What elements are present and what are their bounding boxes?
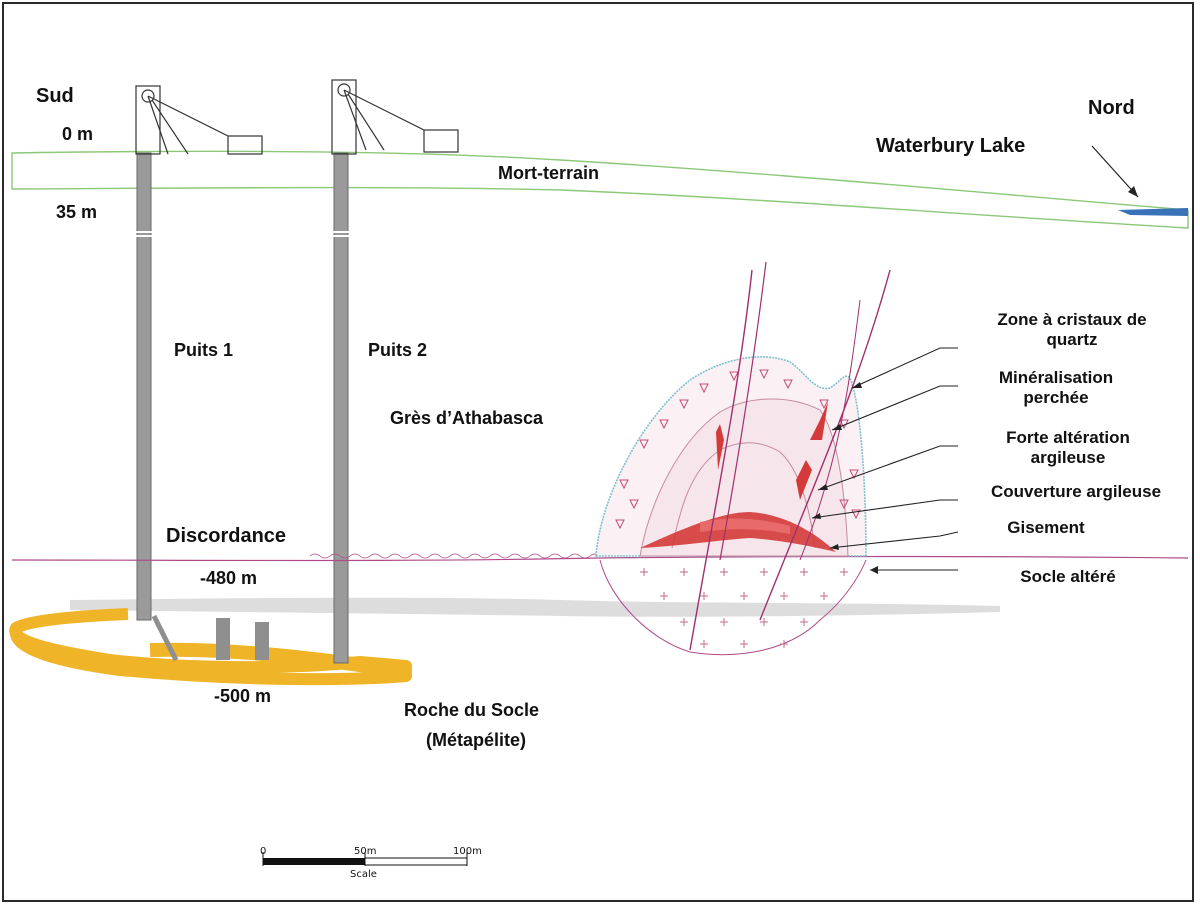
scale-tick-50: 50m [354, 846, 377, 857]
waterbury-lake [1118, 208, 1188, 216]
label-depth-0: 0 m [62, 124, 94, 144]
label-overburden: Mort-terrain [498, 163, 600, 183]
label-basement-type: (Métapélite) [426, 730, 527, 750]
label-shaft-1: Puits 1 [174, 340, 234, 360]
scale-tick-0: 0 [260, 846, 267, 857]
overburden-band [11, 150, 1189, 229]
ore-body [640, 512, 836, 552]
legend-clay-cap: Couverture argileuse [990, 482, 1162, 501]
mine-workings [9, 608, 412, 686]
altered-basement [599, 559, 867, 656]
scale-title: Scale [350, 869, 377, 880]
leader-lines [811, 347, 959, 571]
scale-bar [262, 852, 468, 866]
raise-a [216, 618, 230, 660]
label-shaft-2: Puits 2 [368, 340, 428, 360]
fault-2 [719, 261, 767, 561]
development-level [70, 597, 1000, 617]
legend-altered-basement: Socle altéré [1020, 567, 1116, 586]
leader-arrowheads [812, 382, 878, 574]
raise-b [255, 622, 269, 660]
label-north: Nord [1088, 97, 1135, 119]
label-unconformity: Discordance [166, 525, 287, 547]
inclined-drift [151, 614, 179, 662]
label-depth-35: 35 m [56, 202, 98, 222]
clay-alteration [639, 398, 849, 557]
headframe-2 [331, 79, 459, 155]
label-depth-480: -480 m [200, 568, 258, 588]
basement-crosses [640, 568, 848, 648]
headframe-1 [135, 85, 263, 155]
lake-arrow [1091, 145, 1139, 198]
legend-ore-deposit: Gisement [1007, 518, 1085, 537]
label-sandstone: Grès d’Athabasca [390, 408, 544, 428]
unconformity-line [11, 555, 1189, 562]
fault-4 [799, 299, 861, 561]
label-south: Sud [36, 85, 74, 107]
shaft-1 [136, 152, 152, 621]
perched-mineralization [716, 402, 828, 500]
quartz-triangles [615, 369, 861, 530]
label-depth-500: -500 m [214, 686, 272, 706]
label-basement: Roche du Socle [404, 700, 540, 720]
shaft-2 [333, 152, 349, 664]
label-lake: Waterbury Lake [876, 135, 1026, 157]
scale-tick-100: 100m [453, 846, 482, 857]
fault-1 [689, 269, 753, 651]
